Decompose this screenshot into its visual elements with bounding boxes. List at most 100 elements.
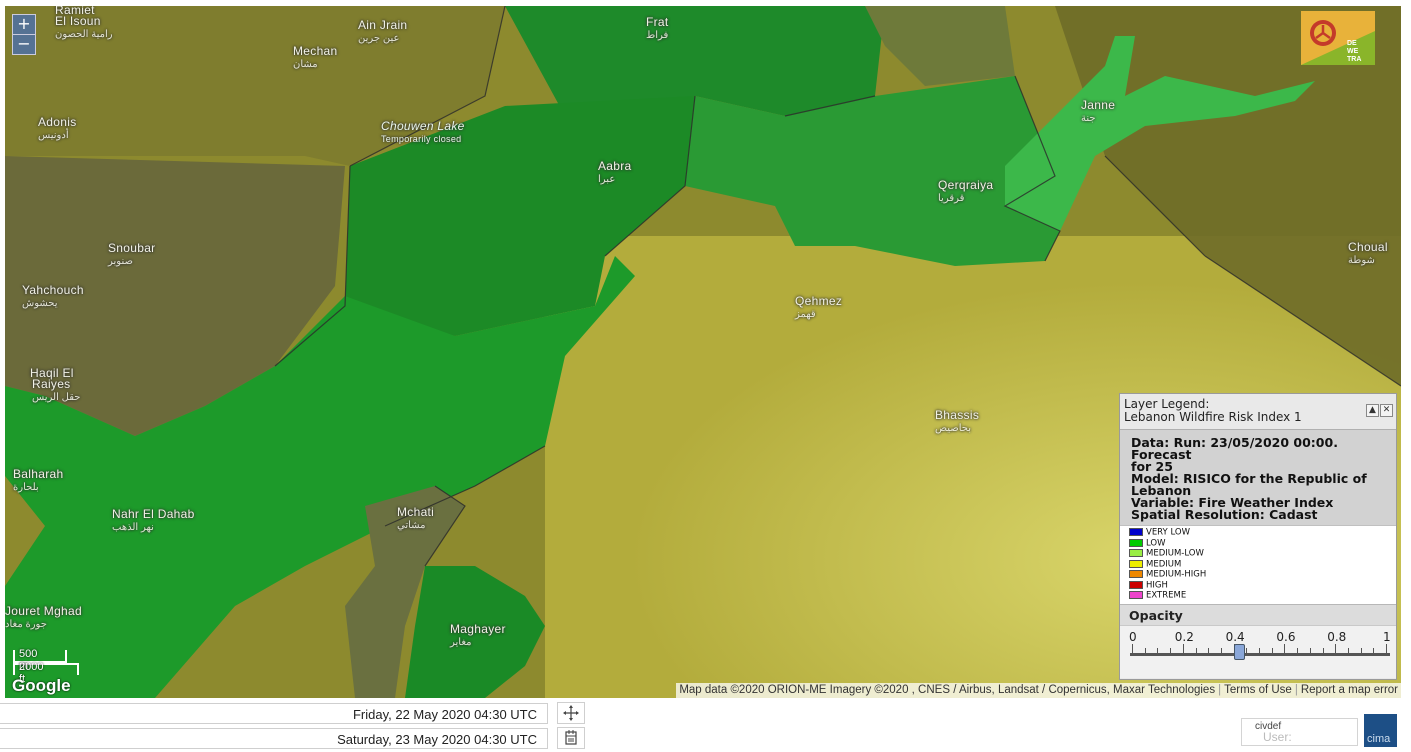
opacity-tick <box>1157 648 1159 656</box>
opacity-tick <box>1220 648 1222 656</box>
opacity-slider[interactable]: 0 0.2 0.4 0.6 0.8 1 <box>1120 626 1396 678</box>
opacity-tick <box>1271 648 1273 656</box>
legend-class-item: MEDIUM-HIGH <box>1129 570 1206 580</box>
slider-track[interactable] <box>1130 653 1390 656</box>
legend-class-item: HIGH <box>1129 580 1168 591</box>
pan-icon-button[interactable] <box>557 702 585 724</box>
opacity-tick <box>1347 648 1349 656</box>
attribution-text: Map data ©2020 ORION-ME Imagery ©2020 , … <box>679 684 1216 696</box>
opacity-tick-label: 0.6 <box>1276 630 1296 644</box>
color-swatch <box>1129 559 1143 568</box>
opacity-tick-label: 0.8 <box>1327 630 1347 644</box>
legend-class-item: MEDIUM <box>1129 559 1182 570</box>
opacity-tick <box>1170 648 1172 656</box>
opacity-header: Opacity <box>1120 604 1396 626</box>
zoom-in-button[interactable]: + <box>12 14 36 35</box>
opacity-tick <box>1322 648 1324 656</box>
opacity-tick-label: 1 <box>1383 630 1391 644</box>
opacity-tick <box>1297 648 1299 656</box>
opacity-tick <box>1144 648 1146 656</box>
report-error-link[interactable]: Report a map error <box>1300 684 1398 696</box>
calendar-icon <box>565 730 577 745</box>
opacity-tick-label: 0.4 <box>1225 630 1245 644</box>
legend-class-item: LOW <box>1129 538 1166 549</box>
legend-title: Layer Legend: Lebanon Wildfire Risk Inde… <box>1124 397 1302 424</box>
zoom-out-button[interactable]: − <box>12 34 36 55</box>
opacity-tick <box>1182 644 1184 656</box>
opacity-tick <box>1132 644 1133 656</box>
color-swatch <box>1129 580 1143 589</box>
legend-class-label: LOW <box>1146 538 1166 548</box>
color-swatch <box>1129 549 1143 557</box>
legend-class-item: EXTREME <box>1129 591 1186 601</box>
opacity-tick-label: 0 <box>1129 630 1137 644</box>
dewetra-logo: DE WE TRA <box>1301 11 1375 65</box>
legend-class-item: MEDIUM-LOW <box>1129 549 1204 559</box>
legend-info: Data: Run: 23/05/2020 00:00. Forecast fo… <box>1120 429 1396 526</box>
legend-class-label: VERY LOW <box>1146 527 1190 538</box>
opacity-tick <box>1259 648 1260 656</box>
move-icon <box>563 705 579 721</box>
opacity-tick <box>1386 644 1387 656</box>
color-swatch <box>1129 570 1143 578</box>
date-from-field[interactable]: Friday, 22 May 2020 04:30 UTC <box>0 703 548 724</box>
opacity-tick <box>1360 648 1362 656</box>
color-swatch <box>1129 528 1143 536</box>
cima-logo: cima <box>1364 714 1397 747</box>
svg-text:TRA: TRA <box>1347 56 1361 63</box>
place-label: Haqil El <box>30 366 74 380</box>
collapse-icon[interactable]: ▲ <box>1366 404 1379 417</box>
terms-link[interactable]: Terms of Use <box>1224 684 1292 696</box>
legend-class-label: MEDIUM <box>1146 559 1182 569</box>
opacity-tick <box>1335 644 1337 656</box>
legend-class-label: MEDIUM-LOW <box>1146 548 1204 559</box>
layer-legend-panel: Layer Legend: Lebanon Wildfire Risk Inde… <box>1119 393 1397 680</box>
date-to-field[interactable]: Saturday, 23 May 2020 04:30 UTC <box>0 728 548 749</box>
opacity-tick <box>1208 648 1210 656</box>
svg-text:WE: WE <box>1347 48 1359 55</box>
map-attribution: Map data ©2020 ORION-ME Imagery ©2020 , … <box>676 683 1401 698</box>
opacity-tick <box>1373 648 1375 656</box>
opacity-tick-label: 0.2 <box>1174 630 1194 644</box>
legend-class-item: VERY LOW <box>1129 528 1190 538</box>
google-logo: Google <box>12 676 71 695</box>
user-field[interactable]: civdef User: <box>1241 718 1358 746</box>
place-label: Ramiet <box>55 6 95 17</box>
satellite-risk-layer <box>5 6 1401 698</box>
calendar-icon-button[interactable] <box>557 727 585 749</box>
opacity-tick <box>1284 644 1286 656</box>
color-swatch <box>1129 538 1143 547</box>
legend-class-label: EXTREME <box>1146 590 1187 601</box>
opacity-tick <box>1195 648 1197 656</box>
close-icon[interactable]: ✕ <box>1380 404 1393 417</box>
legend-class-label: HIGH <box>1146 580 1168 590</box>
legend-class-label: MEDIUM-HIGH <box>1146 569 1207 580</box>
color-swatch <box>1129 591 1143 599</box>
opacity-tick <box>1246 648 1248 656</box>
opacity-tick <box>1309 648 1311 656</box>
svg-text:DE: DE <box>1347 40 1357 47</box>
opacity-slider-thumb[interactable] <box>1233 644 1245 660</box>
